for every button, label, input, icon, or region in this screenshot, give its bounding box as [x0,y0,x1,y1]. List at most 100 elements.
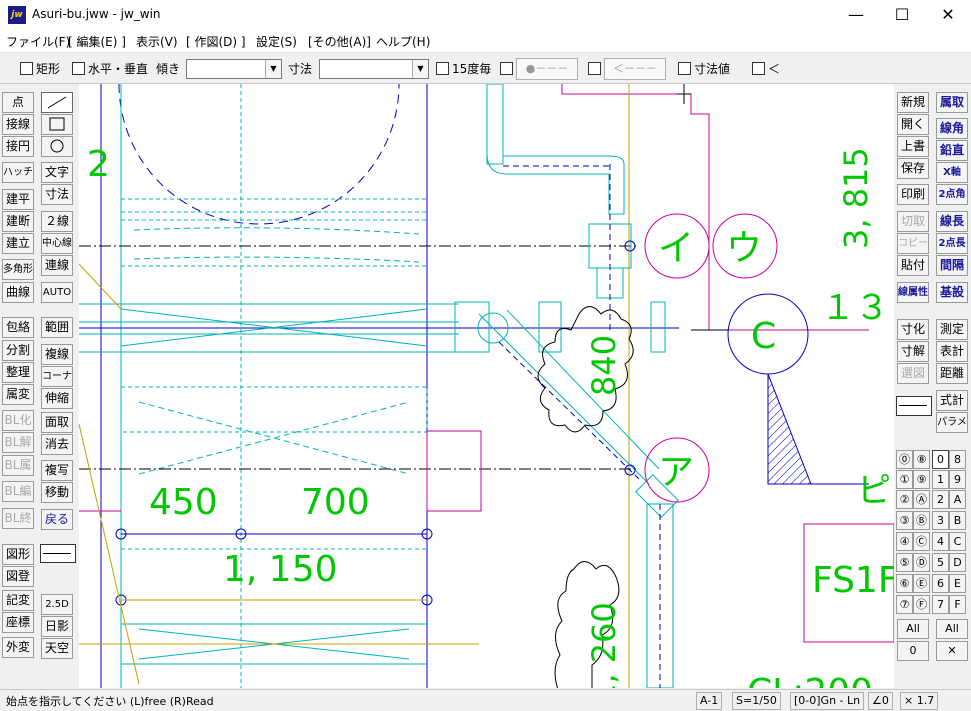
tool-undo[interactable]: 戻る [41,509,73,530]
tool-coordinate[interactable]: 座標 [2,612,34,633]
tool-interval[interactable]: 間隔 [936,255,968,276]
layer-group-3[interactable]: ③ [896,511,913,530]
tool-line[interactable] [41,92,73,113]
layer-group-4[interactable]: ④ [896,532,913,551]
tool-circle[interactable] [41,136,73,157]
layer-7[interactable]: 7 [932,595,949,614]
tool-save[interactable]: 保存 [897,158,929,179]
tool-cut[interactable]: 切取 [897,211,929,232]
tool-2pt-length[interactable]: 2点長 [936,233,968,254]
menu-settings[interactable]: 設定(S) [256,35,297,49]
lt-checkbox[interactable] [588,62,601,75]
tool-symbol-change[interactable]: 記変 [2,590,34,611]
layer-group-0[interactable]: ⓪ [896,450,913,469]
tool-chamfer[interactable]: 面取 [41,412,73,433]
tilt-combo[interactable]: ▼ [186,59,282,79]
layer-group-2[interactable]: ② [896,490,913,509]
layer-group-f[interactable]: Ⓕ [913,595,930,614]
line-attr-preview[interactable] [896,396,932,416]
tool-base-set[interactable]: 基設 [936,282,968,303]
tool-external-change[interactable]: 外変 [2,637,34,658]
hv-checkbox[interactable] [72,62,85,75]
layer-zero-button[interactable]: 0 [897,641,929,661]
tool-dimension[interactable]: 寸法 [41,184,73,205]
layer-b[interactable]: B [949,511,966,530]
dot-line-button[interactable]: ●－－－ [516,58,578,80]
layer-group-b[interactable]: Ⓑ [913,511,930,530]
layer-e[interactable]: E [949,574,966,593]
tool-line-length[interactable]: 線長 [936,211,968,232]
layer-group-all-button[interactable]: All [897,619,929,639]
tool-move[interactable]: 移動 [41,482,73,503]
dim-combo[interactable]: ▼ [319,59,429,79]
tool-bl-edit[interactable]: BL編 [2,481,34,502]
layer-6[interactable]: 6 [932,574,949,593]
layer-2[interactable]: 2 [932,490,949,509]
tool-dim-make[interactable]: 寸化 [897,319,929,340]
tool-corner[interactable]: コーナー [41,366,73,387]
tool-paste[interactable]: 貼付 [897,255,929,276]
layer-f[interactable]: F [949,595,966,614]
tool-copy[interactable]: 複写 [41,460,73,481]
tool-elevation[interactable]: 建立 [2,233,34,254]
tool-table-calc[interactable]: 表計 [936,341,968,362]
tool-dim-release[interactable]: 寸解 [897,341,929,362]
tool-measure[interactable]: 測定 [936,319,968,340]
status-layer[interactable]: [0-0]Gn - Ln [790,692,865,710]
layer-1[interactable]: 1 [932,470,949,489]
layer-3[interactable]: 3 [932,511,949,530]
maximize-button[interactable]: ☐ [894,5,910,24]
tool-open[interactable]: 開く [897,114,929,135]
status-paper-size[interactable]: A-1 [696,692,723,710]
tool-erase[interactable]: 消去 [41,434,73,455]
status-angle[interactable]: ∠0 [868,692,893,710]
layer-group-d[interactable]: Ⓓ [913,553,930,572]
tool-envelope[interactable]: 包絡 [2,317,34,338]
drawing-canvas[interactable]: 2 イ ウ ア C １３ 3, 815 840 450 700 1, 150 1… [79,84,894,688]
status-scale[interactable]: S=1/50 [732,692,781,710]
menu-view[interactable]: 表示(V) [136,35,178,49]
tool-attr-pick[interactable]: 属取 [936,92,968,113]
tool-2pt-angle[interactable]: 2点角 [936,184,968,205]
layer-group-1[interactable]: ① [896,470,913,489]
status-zoom[interactable]: × 1.7 [900,692,939,710]
menu-help[interactable]: ヘルプ(H) [376,35,431,49]
layer-c[interactable]: C [949,532,966,551]
tool-parametric[interactable]: パラメ [936,412,968,433]
tool-extend[interactable]: 伸縮 [41,388,73,409]
tool-bl-attr[interactable]: BL属 [2,455,34,476]
layer-0[interactable]: 0 [932,450,949,469]
menu-edit[interactable]: [ 編集(E) ] [68,35,126,49]
layer-4[interactable]: 4 [932,532,949,551]
layer-d[interactable]: D [949,553,966,572]
minimize-button[interactable]: — [848,5,864,24]
tool-tangent-circle[interactable]: 接円 [2,136,34,157]
layer-group-e[interactable]: Ⓔ [913,574,930,593]
lt2-checkbox[interactable] [752,62,765,75]
tool-bl-end[interactable]: BL終 [2,508,34,529]
tool-connect-line[interactable]: 連線 [41,255,73,276]
menu-file[interactable]: ファイル(F) [6,35,71,49]
tool-line-attr[interactable]: 線属性 [897,282,929,303]
tool-select-figure[interactable]: 選図 [897,363,929,384]
tool-bl-release[interactable]: BL解 [2,432,34,453]
tool-range[interactable]: 範囲 [41,317,73,338]
tool-point[interactable]: 点 [2,92,34,113]
tool-attr-change[interactable]: 属変 [2,384,34,405]
tool-2-5d[interactable]: 2.5D [41,594,73,615]
tool-print[interactable]: 印刷 [897,184,929,205]
layer-close-icon[interactable]: ✕ [936,641,968,661]
layer-group-9[interactable]: ⑨ [913,470,930,489]
tool-bl-make[interactable]: BL化 [2,410,34,431]
tool-offset[interactable]: 複線 [41,344,73,365]
tool-tangent[interactable]: 接線 [2,114,34,135]
menu-draw[interactable]: [ 作図(D) ] [186,35,246,49]
layer-9[interactable]: 9 [949,470,966,489]
tool-curve[interactable]: 曲線 [2,282,34,303]
deg15-checkbox[interactable] [436,62,449,75]
tool-figure-register[interactable]: 図登 [2,566,34,587]
layer-5[interactable]: 5 [932,553,949,572]
tool-polygon[interactable]: 多角形 [2,259,34,280]
layer-group-a[interactable]: Ⓐ [913,490,930,509]
tool-figure[interactable]: 図形 [2,544,34,565]
